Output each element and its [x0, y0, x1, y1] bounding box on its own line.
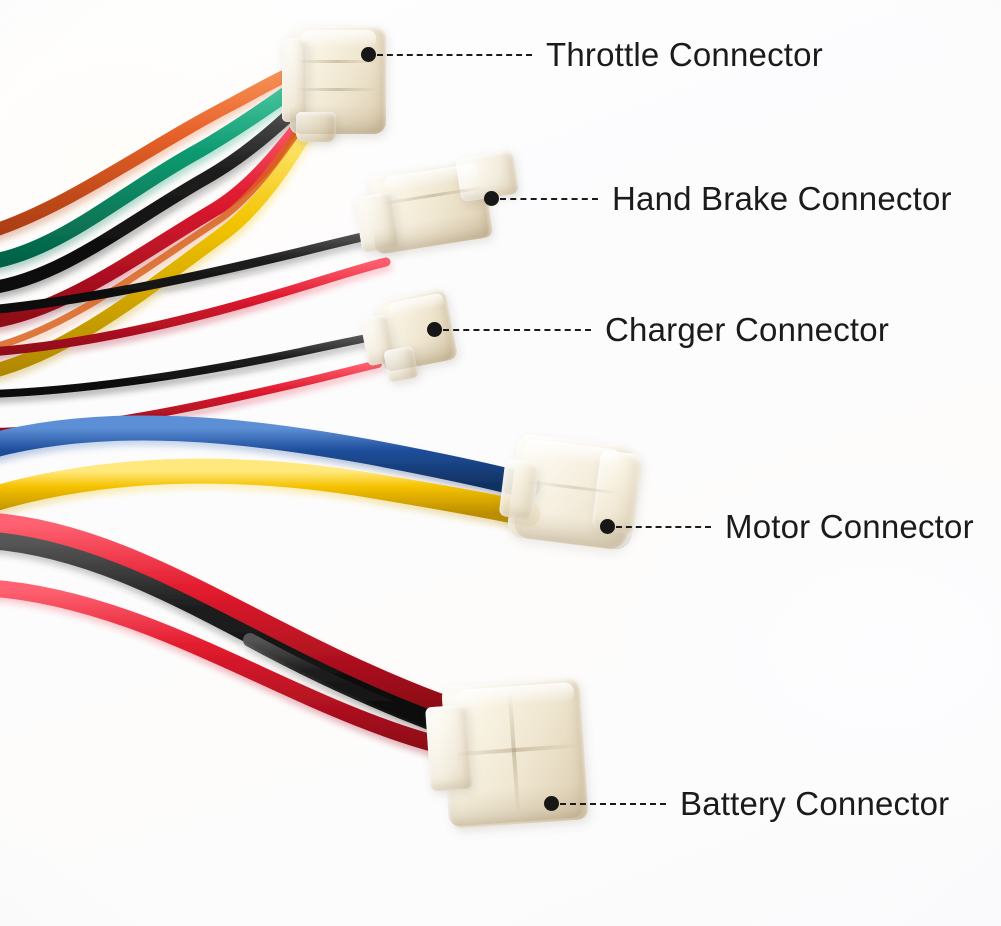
callout-dot-charger [427, 322, 442, 337]
callout-throttle: Throttle Connector [361, 38, 823, 71]
label-motor-connector: Motor Connector [725, 508, 974, 545]
label-hand-brake-connector: Hand Brake Connector [612, 180, 952, 217]
callout-dot-battery [544, 796, 559, 811]
connector-motor [498, 426, 644, 566]
callout-motor: Motor Connector [600, 510, 974, 543]
label-throttle-connector: Throttle Connector [546, 36, 823, 73]
callout-dot-throttle [361, 47, 376, 62]
callout-charger: Charger Connector [427, 313, 889, 346]
label-charger-connector: Charger Connector [605, 311, 890, 348]
leader-line-charger [443, 328, 591, 331]
callout-hand-brake: Hand Brake Connector [484, 182, 952, 215]
leader-line-hand-brake [500, 197, 598, 200]
label-battery-connector: Battery Connector [680, 785, 950, 822]
callout-battery: Battery Connector [544, 787, 949, 820]
callout-dot-motor [600, 519, 615, 534]
leader-line-throttle [377, 53, 532, 56]
callout-dot-hand-brake [484, 191, 499, 206]
leader-line-battery [560, 802, 666, 805]
leader-line-motor [616, 525, 711, 528]
